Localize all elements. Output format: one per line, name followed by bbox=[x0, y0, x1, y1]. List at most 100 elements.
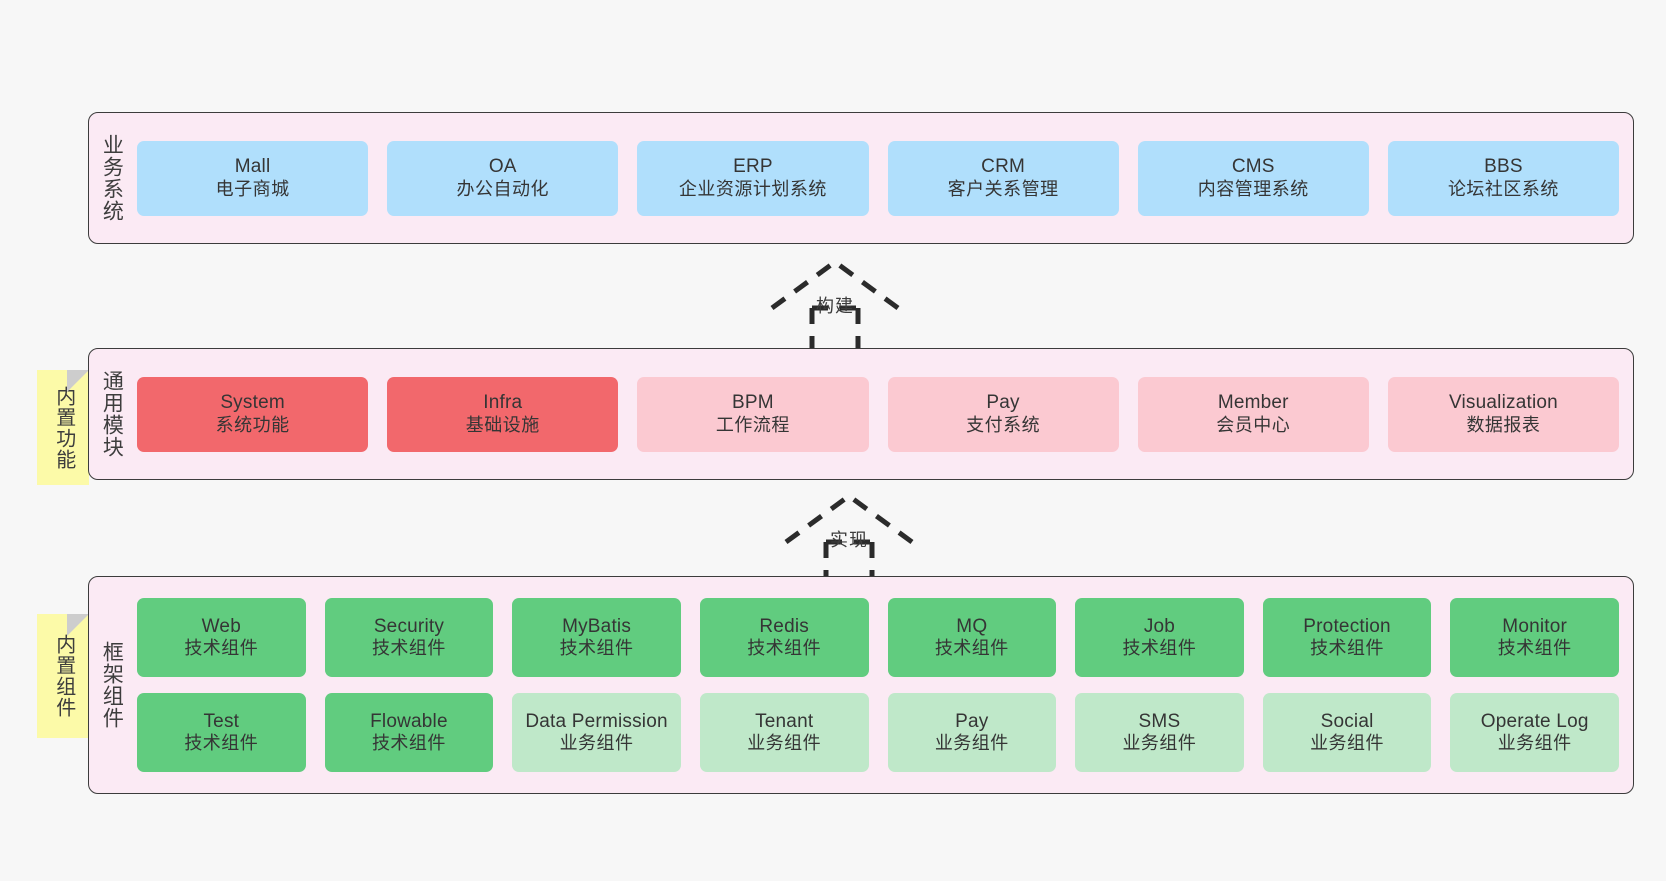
node-monitor[interactable]: Monitor 技术组件 bbox=[1450, 598, 1619, 677]
node-security[interactable]: Security 技术组件 bbox=[324, 598, 494, 677]
node-label-cn: 技术组件 bbox=[184, 733, 259, 754]
node-pay[interactable]: Pay 支付系统 bbox=[887, 376, 1119, 452]
node-label-cn: 技术组件 bbox=[1122, 638, 1197, 659]
layer-title-framework-component: 框架组件 bbox=[100, 641, 124, 729]
node-label-en: Security bbox=[373, 615, 445, 637]
node-label-cn: 业务组件 bbox=[559, 733, 634, 754]
node-label-cn: 支付系统 bbox=[966, 414, 1041, 435]
node-label-cn: 业务组件 bbox=[747, 733, 822, 754]
node-test[interactable]: Test 技术组件 bbox=[137, 693, 306, 772]
connector-label-build: 构建 bbox=[816, 296, 854, 316]
node-label-en: Job bbox=[1143, 615, 1176, 637]
node-label-en: Infra bbox=[483, 392, 523, 414]
layer-title-business-system: 业务系统 bbox=[100, 134, 124, 222]
node-label-cn: 业务组件 bbox=[1497, 733, 1572, 754]
node-label-cn: 数据报表 bbox=[1466, 414, 1541, 435]
node-row: Test 技术组件 Flowable 技术组件 Data Permission … bbox=[137, 693, 1619, 772]
node-sms[interactable]: SMS 业务组件 bbox=[1075, 693, 1244, 772]
node-label-cn: 业务组件 bbox=[1122, 733, 1197, 754]
node-protection[interactable]: Protection 技术组件 bbox=[1262, 598, 1432, 677]
node-erp[interactable]: ERP 企业资源计划系统 bbox=[637, 140, 869, 216]
node-bbs[interactable]: BBS 论坛社区系统 bbox=[1387, 140, 1620, 216]
node-mq[interactable]: MQ 技术组件 bbox=[887, 598, 1057, 677]
layer-framework-component: 框架组件 Web 技术组件 Security 技术组件 MyBatis 技术组件… bbox=[88, 576, 1634, 794]
node-flowable[interactable]: Flowable 技术组件 bbox=[324, 693, 494, 772]
node-label-en: Operate Log bbox=[1480, 710, 1589, 732]
node-label-en: Test bbox=[203, 710, 240, 732]
node-label-en: Pay bbox=[986, 392, 1020, 414]
node-label-en: System bbox=[220, 392, 285, 414]
node-cms[interactable]: CMS 内容管理系统 bbox=[1137, 140, 1369, 216]
node-system[interactable]: System 系统功能 bbox=[137, 376, 369, 452]
node-label-en: Visualization bbox=[1448, 392, 1558, 414]
node-label-cn: 办公自动化 bbox=[456, 178, 549, 199]
node-web[interactable]: Web 技术组件 bbox=[137, 598, 306, 677]
node-infra[interactable]: Infra 基础设施 bbox=[387, 376, 619, 452]
node-label-cn: 企业资源计划系统 bbox=[678, 178, 827, 199]
note-text: 内置功能 bbox=[52, 385, 75, 470]
node-label-cn: 技术组件 bbox=[371, 733, 446, 754]
node-row: System 系统功能 Infra 基础设施 BPM 工作流程 Pay 支付系统… bbox=[137, 376, 1620, 452]
node-label-en: MQ bbox=[956, 615, 988, 637]
layer-business-system: 业务系统 Mall 电子商城 OA 办公自动化 ERP 企业资源计划系统 CRM… bbox=[88, 112, 1634, 244]
node-label-cn: 技术组件 bbox=[1497, 638, 1572, 659]
node-label-cn: 电子商城 bbox=[215, 178, 290, 199]
note-text: 内置组件 bbox=[52, 634, 75, 718]
node-member[interactable]: Member 会员中心 bbox=[1137, 376, 1369, 452]
node-label-cn: 业务组件 bbox=[934, 733, 1009, 754]
node-label-cn: 基础设施 bbox=[465, 414, 540, 435]
node-label-cn: 技术组件 bbox=[747, 638, 822, 659]
node-label-en: Flowable bbox=[370, 710, 448, 732]
connector-label-realize: 实现 bbox=[830, 530, 868, 550]
node-label-en: Tenant bbox=[755, 710, 814, 732]
node-label-en: Data Permission bbox=[525, 710, 668, 732]
note-builtin-component: 内置组件 bbox=[37, 614, 89, 738]
node-label-en: Monitor bbox=[1502, 615, 1568, 637]
layer-common-module: 通用模块 System 系统功能 Infra 基础设施 BPM 工作流程 Pay… bbox=[88, 348, 1634, 480]
node-mall[interactable]: Mall 电子商城 bbox=[137, 140, 369, 216]
arrow-shaft bbox=[809, 305, 861, 352]
node-label-cn: 论坛社区系统 bbox=[1447, 178, 1559, 199]
node-label-cn: 客户关系管理 bbox=[947, 178, 1059, 199]
node-oa[interactable]: OA 办公自动化 bbox=[387, 140, 619, 216]
node-visualization[interactable]: Visualization 数据报表 bbox=[1387, 376, 1620, 452]
node-crm[interactable]: CRM 客户关系管理 bbox=[887, 140, 1119, 216]
node-label-en: Redis bbox=[759, 615, 809, 637]
node-label-en: Social bbox=[1320, 710, 1374, 732]
node-pay-component[interactable]: Pay 业务组件 bbox=[887, 693, 1057, 772]
node-label-en: Protection bbox=[1303, 615, 1391, 637]
node-label-en: Web bbox=[201, 615, 241, 637]
node-row: Web 技术组件 Security 技术组件 MyBatis 技术组件 Redi… bbox=[137, 598, 1619, 677]
node-label-cn: 系统功能 bbox=[215, 414, 290, 435]
node-data-permission[interactable]: Data Permission 业务组件 bbox=[512, 693, 681, 772]
node-mybatis[interactable]: MyBatis 技术组件 bbox=[512, 598, 681, 677]
node-operate-log[interactable]: Operate Log 业务组件 bbox=[1450, 693, 1619, 772]
node-label-en: OA bbox=[488, 156, 517, 178]
connector-build: 构建 bbox=[760, 256, 910, 352]
node-label-cn: 工作流程 bbox=[715, 414, 790, 435]
node-job[interactable]: Job 技术组件 bbox=[1075, 598, 1244, 677]
node-redis[interactable]: Redis 技术组件 bbox=[699, 598, 869, 677]
node-label-cn: 技术组件 bbox=[934, 638, 1009, 659]
node-label-en: MyBatis bbox=[562, 615, 632, 637]
node-bpm[interactable]: BPM 工作流程 bbox=[637, 376, 869, 452]
node-label-en: Member bbox=[1217, 392, 1289, 414]
layer-body-business-system: Mall 电子商城 OA 办公自动化 ERP 企业资源计划系统 CRM 客户关系… bbox=[133, 113, 1633, 243]
node-label-en: Pay bbox=[955, 710, 989, 732]
node-label-cn: 会员中心 bbox=[1216, 414, 1291, 435]
node-label-cn: 技术组件 bbox=[371, 638, 446, 659]
node-label-en: SMS bbox=[1138, 710, 1181, 732]
node-label-en: BBS bbox=[1484, 156, 1523, 178]
node-label-cn: 业务组件 bbox=[1310, 733, 1385, 754]
node-label-cn: 技术组件 bbox=[559, 638, 634, 659]
node-row: Mall 电子商城 OA 办公自动化 ERP 企业资源计划系统 CRM 客户关系… bbox=[137, 140, 1620, 216]
layer-body-common-module: System 系统功能 Infra 基础设施 BPM 工作流程 Pay 支付系统… bbox=[133, 349, 1633, 479]
node-label-cn: 技术组件 bbox=[184, 638, 259, 659]
note-builtin-function: 内置功能 bbox=[37, 370, 89, 485]
node-label-en: Mall bbox=[234, 156, 271, 178]
layer-body-framework-component: Web 技术组件 Security 技术组件 MyBatis 技术组件 Redi… bbox=[133, 577, 1633, 793]
node-social[interactable]: Social 业务组件 bbox=[1262, 693, 1432, 772]
node-tenant[interactable]: Tenant 业务组件 bbox=[699, 693, 869, 772]
node-label-cn: 内容管理系统 bbox=[1197, 178, 1309, 199]
